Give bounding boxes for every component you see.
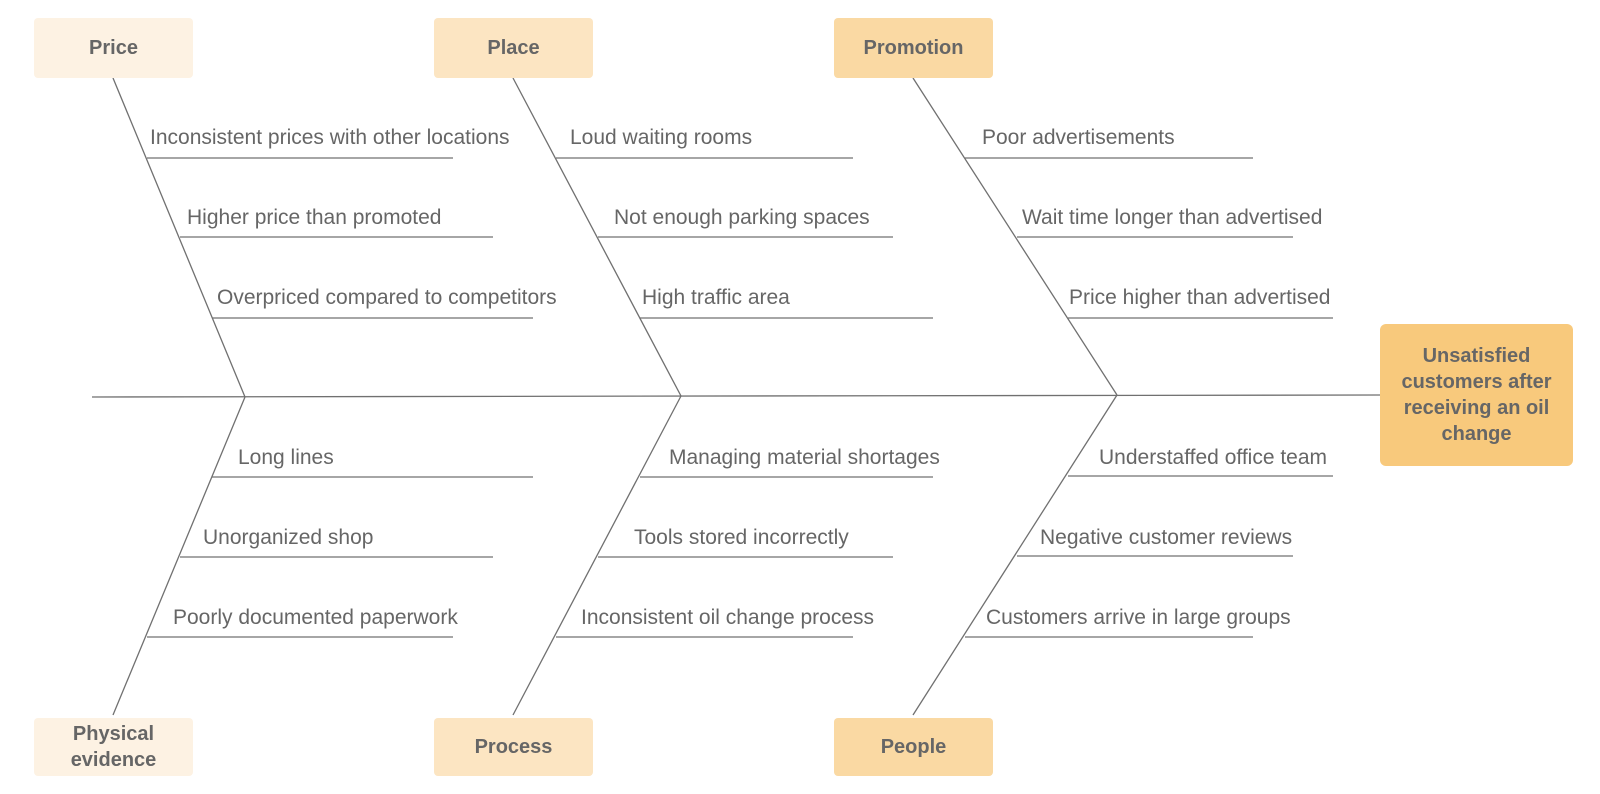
place-bone xyxy=(512,77,682,397)
spine-line xyxy=(91,394,1381,398)
category-physical-evidence: Physical evidence xyxy=(34,718,193,776)
cause-process-1: Managing material shortages xyxy=(669,446,940,469)
category-process: Process xyxy=(434,718,593,776)
cause-place-2: Not enough parking spaces xyxy=(614,206,870,229)
category-place: Place xyxy=(434,18,593,78)
process-bone xyxy=(512,395,682,716)
cause-price-1: Inconsistent prices with other locations xyxy=(150,126,510,149)
cause-physical-evidence-1: Long lines xyxy=(238,446,334,469)
cause-process-3: Inconsistent oil change process xyxy=(581,606,875,629)
category-people: People xyxy=(834,718,993,776)
people-bone xyxy=(912,394,1118,716)
price-bone xyxy=(112,77,246,398)
category-price: Price xyxy=(34,18,193,78)
cause-physical-evidence-2: Unorganized shop xyxy=(203,526,374,549)
cause-people-1: Understaffed office team xyxy=(1099,446,1328,469)
physical-evidence-bone xyxy=(112,396,246,716)
cause-process-2: Tools stored incorrectly xyxy=(634,526,849,549)
cause-promotion-3: Price higher than advertised xyxy=(1069,286,1331,309)
cause-price-2: Higher price than promoted xyxy=(187,206,442,229)
cause-price-3: Overpriced compared to competitors xyxy=(217,286,557,309)
cause-promotion-2: Wait time longer than advertised xyxy=(1022,206,1323,229)
promotion-bone xyxy=(912,77,1118,396)
effect-box: Unsatisfied customers after receiving an… xyxy=(1380,324,1573,466)
cause-promotion-1: Poor advertisements xyxy=(982,126,1175,149)
cause-people-3: Customers arrive in large groups xyxy=(986,606,1291,629)
cause-place-1: Loud waiting rooms xyxy=(570,126,753,149)
cause-place-3: High traffic area xyxy=(642,286,790,309)
category-promotion: Promotion xyxy=(834,18,993,78)
cause-people-2: Negative customer reviews xyxy=(1040,526,1293,549)
cause-physical-evidence-3: Poorly documented paperwork xyxy=(173,606,458,629)
